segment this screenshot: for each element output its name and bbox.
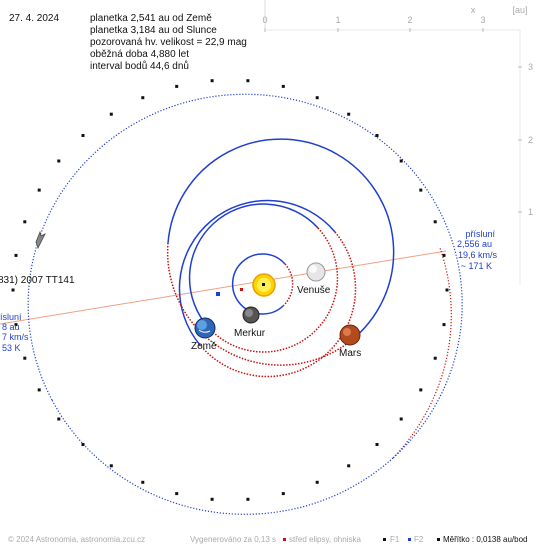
interval-point: [375, 134, 379, 137]
footer-f2: F2: [414, 535, 424, 544]
interval-point: [246, 79, 250, 83]
asteroid-orbit: [27, 93, 463, 515]
interval-point: [433, 356, 437, 360]
interval-point: [175, 492, 179, 496]
interval-point: [141, 480, 145, 484]
earth-label: Země: [191, 341, 217, 352]
interval-point: [375, 443, 379, 446]
interval-point: [246, 497, 250, 501]
interval-point: [281, 84, 285, 88]
venus-planet: [306, 262, 326, 282]
interval-point: [57, 417, 61, 421]
perihelion-info: přísluní 2,556 au 19,6 km/s ~ 171 K: [457, 229, 498, 271]
y-tick-label: 1: [528, 207, 533, 217]
unit-label: [au]: [512, 5, 527, 15]
earth-planet: [194, 317, 216, 339]
interval-point: [14, 253, 18, 257]
perihelion-speed: 19,6 km/s: [458, 250, 498, 260]
mercury-label: Merkur: [234, 328, 266, 339]
info-panel: planetka 2,541 au od Země planetka 3,184…: [90, 13, 247, 73]
footer-f1: F1: [390, 535, 400, 544]
interval-point: [37, 388, 41, 392]
mercury-orbit: [231, 253, 294, 315]
info-line: planetka 2,541 au od Země: [90, 13, 212, 24]
sun: [252, 273, 276, 297]
interval-point: [23, 356, 27, 360]
mars-label: Mars: [339, 348, 361, 359]
interval-point: [399, 159, 403, 163]
interval-point: [347, 112, 351, 116]
y-ticks: 3 2 1: [518, 62, 533, 217]
venus-orbit: [188, 203, 339, 353]
perihelion-temp: ~ 171 K: [461, 261, 492, 271]
interval-point: [445, 288, 449, 292]
legend-f1-marker: [383, 538, 386, 541]
interval-point: [109, 464, 113, 468]
interval-point: [81, 443, 85, 446]
mercury-planet: [242, 306, 260, 324]
apsis-line: [0, 250, 447, 325]
aphelion-info: ísluní 8 au 7 km/s 53 K: [0, 312, 29, 353]
perihelion-title: přísluní: [465, 229, 495, 239]
asteroid-marker: [35, 230, 46, 250]
x-ticks: 0 1 2 3 x [au]: [262, 5, 528, 32]
info-line: planetka 3,184 au od Slunce: [90, 25, 217, 36]
interval-point: [14, 323, 18, 327]
info-line: oběžná doba 4,880 let: [90, 49, 189, 60]
interval-point: [11, 288, 15, 292]
aphelion-title: ísluní: [0, 312, 22, 322]
interval-point: [433, 220, 437, 224]
footer-generated: Vygenerováno za 0,13 s: [190, 535, 276, 544]
interval-point: [442, 323, 446, 327]
interval-point: [442, 253, 446, 257]
aphelion-speed: 7 km/s: [2, 332, 29, 342]
footer-center-marker: střed elipsy, ohniska: [289, 535, 361, 544]
venus-label: Venuše: [297, 285, 331, 296]
interval-point: [419, 388, 423, 392]
info-line: pozorovaná hv. velikost = 22,9 mag: [90, 37, 247, 48]
interval-point: [23, 220, 27, 224]
interval-point: [210, 79, 214, 83]
date-label: 27. 4. 2024: [9, 13, 60, 24]
y-tick-label: 2: [528, 135, 533, 145]
focus-f2-marker: [216, 292, 220, 296]
interval-point: [57, 159, 61, 163]
footer-copyright: © 2024 Astronomia, astronomia.zcu.cz: [8, 535, 146, 544]
footer-scale: Měřítko : 0,0138 au/bod: [443, 535, 528, 544]
x-tick-label: 1: [335, 15, 340, 25]
asteroid-label: 831) 2007 TT141: [0, 275, 75, 286]
interval-point: [315, 96, 319, 100]
aphelion-temp: 53 K: [2, 343, 21, 353]
interval-point: [347, 464, 351, 468]
x-tick-label: 0: [262, 15, 267, 25]
interval-point: [315, 480, 319, 484]
interval-point: [210, 497, 214, 501]
interval-point: [37, 188, 41, 192]
y-tick-label: 3: [528, 62, 533, 72]
x-tick-label: 2: [407, 15, 412, 25]
interval-point: [81, 134, 85, 137]
interval-point: [399, 417, 403, 421]
x-tick-label: 3: [480, 15, 485, 25]
info-line: interval bodů 44,6 dnů: [90, 61, 189, 72]
interval-point: [141, 96, 145, 100]
interval-point: [419, 188, 423, 192]
x-axis-label: x: [471, 5, 476, 15]
legend-center-marker: [283, 538, 286, 541]
mars-orbit: [166, 138, 395, 366]
interval-point: [109, 112, 113, 116]
legend-scale-marker: [437, 538, 440, 541]
aphelion-distance: 8 au: [2, 322, 20, 332]
legend-f2-marker: [408, 538, 411, 541]
asteroid-interval-points: [11, 79, 449, 501]
interval-point: [281, 492, 285, 496]
perihelion-distance: 2,556 au: [457, 239, 492, 249]
interval-point: [175, 84, 179, 88]
mars-planet: [339, 324, 361, 346]
ellipse-center-marker: [240, 288, 243, 291]
